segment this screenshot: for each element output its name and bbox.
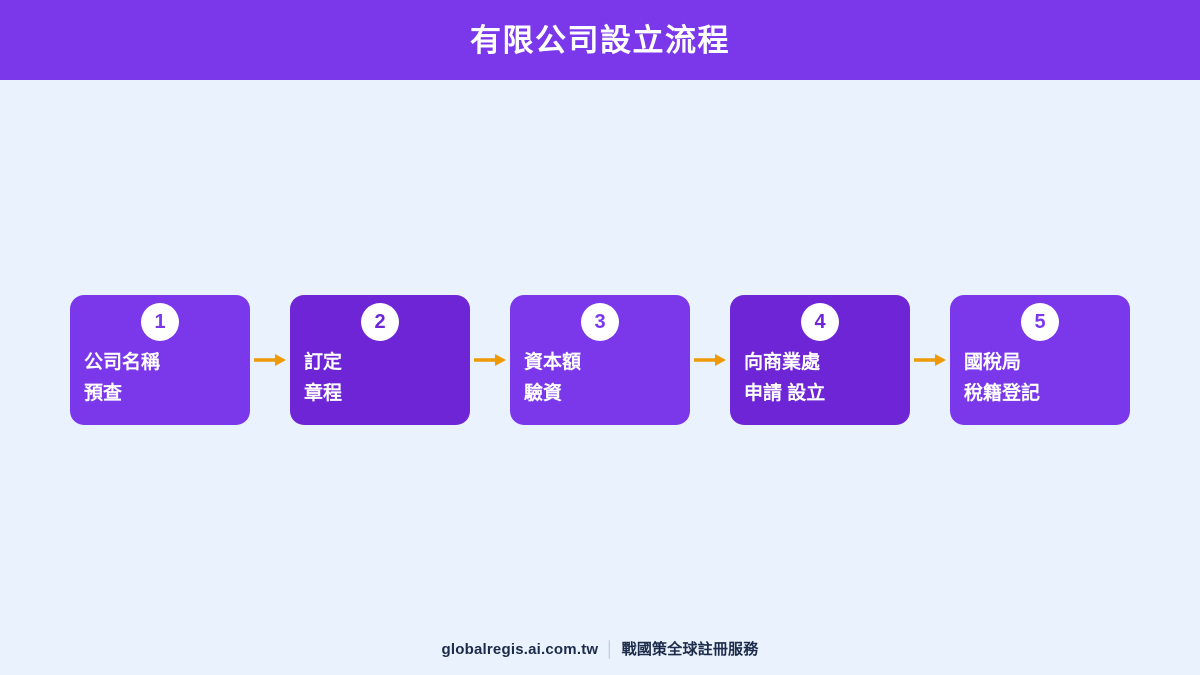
step-label-3: 資本額 驗資 <box>524 352 582 404</box>
step-number-badge-1: 1 <box>141 303 179 341</box>
process-flow-diagram: 1 公司名稱 預查 2 訂定 章程 3 資本額 驗資 <box>70 295 1130 425</box>
flow-step-card-1[interactable]: 1 公司名稱 預查 <box>70 295 250 425</box>
flow-arrow-1 <box>250 295 290 425</box>
step-label-1: 公司名稱 預查 <box>84 352 161 404</box>
step-number-badge-4: 4 <box>801 303 839 341</box>
flow-step-card-5[interactable]: 5 國稅局 稅籍登記 <box>950 295 1130 425</box>
header-bar: 有限公司設立流程 <box>0 0 1200 80</box>
step-number-badge-5: 5 <box>1021 303 1059 341</box>
page-title: 有限公司設立流程 <box>470 22 730 58</box>
step-number-badge-3: 3 <box>581 303 619 341</box>
footer-brand-name: 戰國策全球註冊服務 <box>621 641 759 658</box>
arrow-right-icon <box>694 352 726 368</box>
flow-arrow-3 <box>690 295 730 425</box>
arrow-right-icon <box>254 352 286 368</box>
footer-site-url: globalregis.ai.com.tw <box>441 641 599 658</box>
flow-step-card-2[interactable]: 2 訂定 章程 <box>290 295 470 425</box>
flow-step-card-4[interactable]: 4 向商業處 申請 設立 <box>730 295 910 425</box>
step-label-4: 向商業處 申請 設立 <box>744 352 826 404</box>
step-label-2: 訂定 章程 <box>304 352 343 404</box>
step-label-5: 國稅局 稅籍登記 <box>964 352 1041 404</box>
flow-step-card-3[interactable]: 3 資本額 驗資 <box>510 295 690 425</box>
flow-arrow-2 <box>470 295 510 425</box>
flow-arrow-4 <box>910 295 950 425</box>
arrow-right-icon <box>474 352 506 368</box>
footer: globalregis.ai.com.tw │ 戰國策全球註冊服務 <box>0 642 1200 658</box>
arrow-right-icon <box>914 352 946 368</box>
step-number-badge-2: 2 <box>361 303 399 341</box>
footer-separator: │ <box>605 641 615 658</box>
